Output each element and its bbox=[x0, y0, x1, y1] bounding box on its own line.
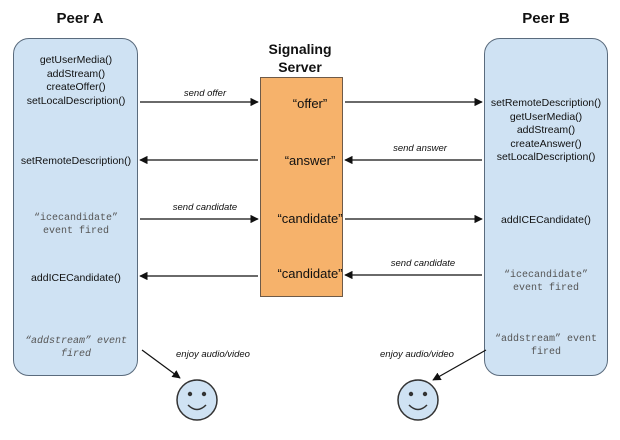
peer-a-add-ice: addICECandidate() bbox=[31, 272, 121, 284]
peer-a-box bbox=[13, 38, 138, 376]
event-line: fired bbox=[60, 349, 91, 360]
peer-a-call: createOffer() bbox=[46, 81, 106, 93]
peer-a-call: getUserMedia() bbox=[39, 54, 113, 66]
peer-b-addstream-event: “addstream” event fired bbox=[486, 333, 606, 359]
label-send-candidate-1: send candidate bbox=[172, 202, 238, 213]
peer-a-title: Peer A bbox=[56, 10, 104, 27]
peer-a-addstream-event: “addstream” event fired bbox=[16, 335, 136, 361]
peer-b-call: createAnswer() bbox=[510, 137, 582, 150]
peer-b-call: setLocalDescription() bbox=[496, 151, 596, 163]
smiley-face-icon bbox=[176, 379, 218, 421]
server-title-line1: Signaling bbox=[268, 41, 332, 57]
label-enjoy-a: enjoy audio/video bbox=[176, 349, 250, 360]
smiley-face-icon bbox=[397, 379, 439, 421]
peer-b-title: Peer B bbox=[522, 10, 570, 27]
peer-b-call: setRemoteDescription() bbox=[490, 97, 602, 109]
event-line: “icecandidate” bbox=[503, 270, 588, 281]
peer-a-set-remote: setRemoteDescription() bbox=[20, 155, 132, 167]
label-send-candidate-2: send candidate bbox=[390, 258, 456, 269]
peer-a-icecandidate-event: “icecandidate” event fired bbox=[16, 212, 136, 238]
message-offer: “offer” bbox=[292, 96, 328, 111]
message-candidate-2: “candidate” bbox=[277, 266, 343, 281]
peer-b-add-ice: addICECandidate() bbox=[501, 214, 591, 226]
label-send-offer: send offer bbox=[183, 88, 227, 99]
label-enjoy-b: enjoy audio/video bbox=[380, 349, 454, 360]
server-title-line2: Server bbox=[278, 59, 322, 75]
event-line: “icecandidate” bbox=[33, 213, 118, 224]
event-line: event fired bbox=[42, 226, 109, 237]
message-answer: “answer” bbox=[284, 153, 336, 168]
peer-a-call: addStream() bbox=[46, 67, 106, 80]
server-title: Signaling Server bbox=[245, 40, 355, 76]
arrow-enjoy-b bbox=[432, 349, 487, 381]
arrow-enjoy-a bbox=[141, 349, 181, 379]
signaling-server-box bbox=[260, 77, 343, 297]
event-line: “addstream” event bbox=[494, 334, 598, 345]
label-send-answer: send answer bbox=[393, 143, 447, 154]
event-line: fired bbox=[530, 347, 561, 358]
peer-b-answer-calls: setRemoteDescription() getUserMedia() ad… bbox=[486, 97, 606, 165]
peer-b-icecandidate-event: “icecandidate” event fired bbox=[486, 269, 606, 295]
message-candidate-1: “candidate” bbox=[277, 211, 343, 226]
event-line: “addstream” event bbox=[24, 336, 128, 347]
peer-b-call: getUserMedia() bbox=[509, 110, 583, 123]
peer-a-offer-calls: getUserMedia() addStream() createOffer()… bbox=[16, 54, 136, 108]
peer-b-call: addStream() bbox=[516, 124, 576, 136]
peer-a-call: setLocalDescription() bbox=[26, 94, 126, 107]
peer-b-box bbox=[484, 38, 608, 376]
event-line: event fired bbox=[512, 283, 579, 294]
